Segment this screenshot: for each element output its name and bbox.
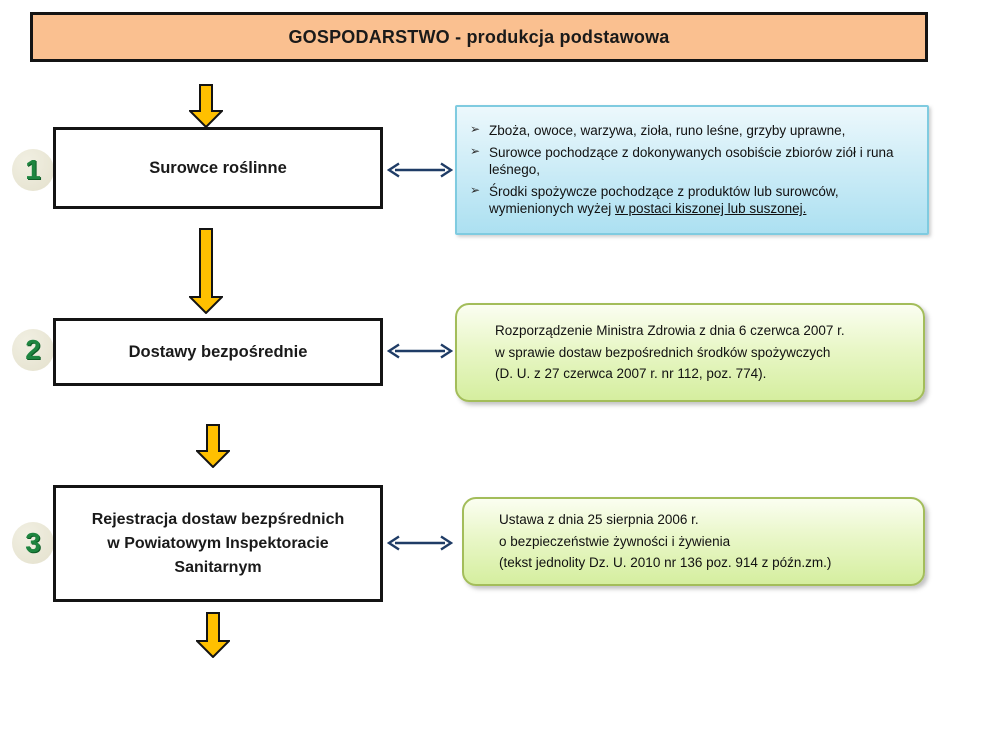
step-box-dostawy-bezposrednie: Dostawy bezpośrednie [53, 318, 383, 386]
step-number-3: 3 [25, 527, 41, 558]
green-box-line: Ustawa z dnia 25 sierpnia 2006 r. [499, 511, 699, 527]
green-box-line: w sprawie dostaw bezpośrednich środków s… [495, 344, 831, 360]
green-box-line: Rozporządzenie Ministra Zdrowia z dnia 6… [495, 322, 845, 338]
down-arrow-icon [189, 228, 223, 314]
info-box-green-rozporzadzenie: Rozporządzenie Ministra Zdrowia z dnia 6… [455, 303, 925, 402]
blue-box-list: ➢ Zboża, owoce, warzywa, zioła, runo leśn… [469, 118, 915, 222]
step-box-surowce-roslinne: Surowce roślinne [53, 127, 383, 209]
step-number-badge-1: 1 [12, 149, 54, 191]
double-arrow-icon [387, 535, 453, 551]
page-title: GOSPODARSTWO - produkcja podstawowa [288, 26, 670, 47]
step-label-3-line1: Rejestracja dostaw bezpśrednich [91, 510, 345, 528]
double-arrow-icon [387, 162, 453, 178]
step-label-1: Surowce roślinne [149, 158, 287, 177]
step-number-badge-3: 3 [12, 522, 54, 564]
list-item-text: Środki spożywcze pochodzące z produktów … [489, 183, 839, 217]
step-box-rejestracja-dostaw: Rejestracja dostaw bezpśrednich w Powiat… [53, 485, 383, 602]
step-label-2: Dostawy bezpośrednie [128, 342, 308, 361]
list-item: ➢ Zboża, owoce, warzywa, zioła, runo leśn… [469, 122, 915, 140]
down-arrow-icon [196, 424, 230, 468]
list-item: ➢ Surowce pochodzące z dokonywanych osobi… [469, 144, 915, 179]
arrow-bullet-icon: ➢ [470, 143, 481, 158]
info-box-green-ustawa: Ustawa z dnia 25 sierpnia 2006 r. o bezp… [462, 497, 925, 586]
down-arrow-icon [189, 84, 223, 128]
header-box: GOSPODARSTWO - produkcja podstawowa [30, 12, 928, 62]
arrow-bullet-icon: ➢ [470, 122, 481, 137]
step-label-3-line3: Sanitarnym [174, 558, 262, 576]
green-box-line: (D. U. z 27 czerwca 2007 r. nr 112, poz.… [495, 366, 767, 382]
green-box-line: o bezpieczeństwie żywności i żywienia [499, 533, 731, 549]
step-number-2: 2 [25, 334, 41, 365]
step-label-3-line2: w Powiatowym Inspektoracie [107, 534, 329, 552]
list-item-text: Surowce pochodzące z dokonywanych osobiś… [489, 144, 894, 178]
list-item-underlined: w postaci kiszonej lub suszonej. [615, 201, 807, 217]
double-arrow-icon [387, 343, 453, 359]
green-box-line: (tekst jednolity Dz. U. 2010 nr 136 poz.… [499, 555, 832, 571]
step-number-1: 1 [25, 154, 41, 185]
arrow-bullet-icon: ➢ [470, 182, 481, 197]
info-box-blue: ➢ Zboża, owoce, warzywa, zioła, runo leśn… [455, 105, 929, 235]
list-item-text: Zboża, owoce, warzywa, zioła, runo leśne… [489, 123, 846, 139]
down-arrow-icon [196, 612, 230, 658]
list-item: ➢ Środki spożywcze pochodzące z produktów… [469, 183, 915, 218]
step-number-badge-2: 2 [12, 329, 54, 371]
